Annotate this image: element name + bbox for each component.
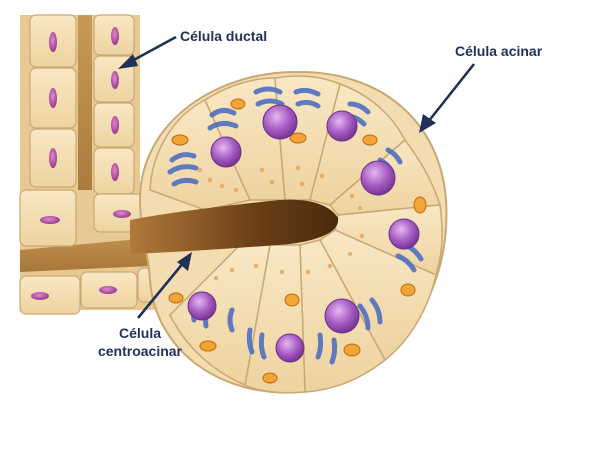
arrow-acinar [428,64,474,122]
zymogen-granule [360,234,364,238]
acinar-nucleus [263,105,297,139]
mitochondrion [169,293,183,303]
mitochondrion [285,294,299,306]
zymogen-granule [220,184,224,188]
mitochondrion [363,135,377,145]
acinar-nucleus [188,292,216,320]
duct-nucleus [49,32,57,52]
mitochondrion [414,197,426,213]
acinar-nucleus [389,219,419,249]
duct-nucleus [31,292,49,300]
label-ductal: Célula ductal [118,28,267,69]
duct-nucleus [49,88,57,108]
acinar-nucleus [327,111,357,141]
zymogen-granule [260,168,264,172]
mitochondrion [172,135,188,145]
label-acinar-text: Célula acinar [455,43,543,59]
zymogen-granule [296,166,300,170]
rough-er [230,310,232,330]
rough-er [261,335,264,357]
mitochondrion [344,344,360,356]
duct-nucleus [49,148,57,168]
label-centroacinar-line1: Célula [119,325,161,341]
rough-er [249,330,252,352]
acinar-nucleus [325,299,359,333]
mitochondrion [263,373,277,383]
zymogen-granule [198,168,202,172]
duct-nucleus [99,286,117,294]
mitochondrion [290,133,306,143]
duct-nucleus [111,71,119,89]
vertical-duct-lumen [78,15,92,215]
zymogen-granule [234,188,238,192]
acinar-nucleus [361,161,395,195]
mitochondrion [401,284,415,296]
rough-er [318,335,321,357]
zymogen-granule [328,264,332,268]
zymogen-granule [254,264,258,268]
duct-nucleus [40,216,60,224]
rough-er [332,340,335,362]
zymogen-granule [348,252,352,256]
acinar-nucleus [211,137,241,167]
zymogen-granule [208,178,212,182]
zymogen-granule [306,270,310,274]
duct-nucleus [111,27,119,45]
duct-cell [20,276,80,314]
zymogen-granule [350,194,354,198]
corner-patch [6,408,46,438]
zymogen-granule [214,276,218,280]
zymogen-granule [230,268,234,272]
label-acinar: Célula acinar [419,43,543,133]
mitochondrion [200,341,216,351]
acinar-nucleus [276,334,304,362]
zymogen-granule [320,174,324,178]
label-ductal-text: Célula ductal [180,28,267,44]
duct-nucleus [111,163,119,181]
duct-nucleus [113,210,131,218]
zymogen-granule [358,206,362,210]
mitochondrion [231,99,245,109]
duct-nucleus [111,116,119,134]
zymogen-granule [280,270,284,274]
zymogen-granule [270,180,274,184]
zymogen-granule [300,182,304,186]
label-centroacinar-line2: centroacinar [98,343,183,359]
